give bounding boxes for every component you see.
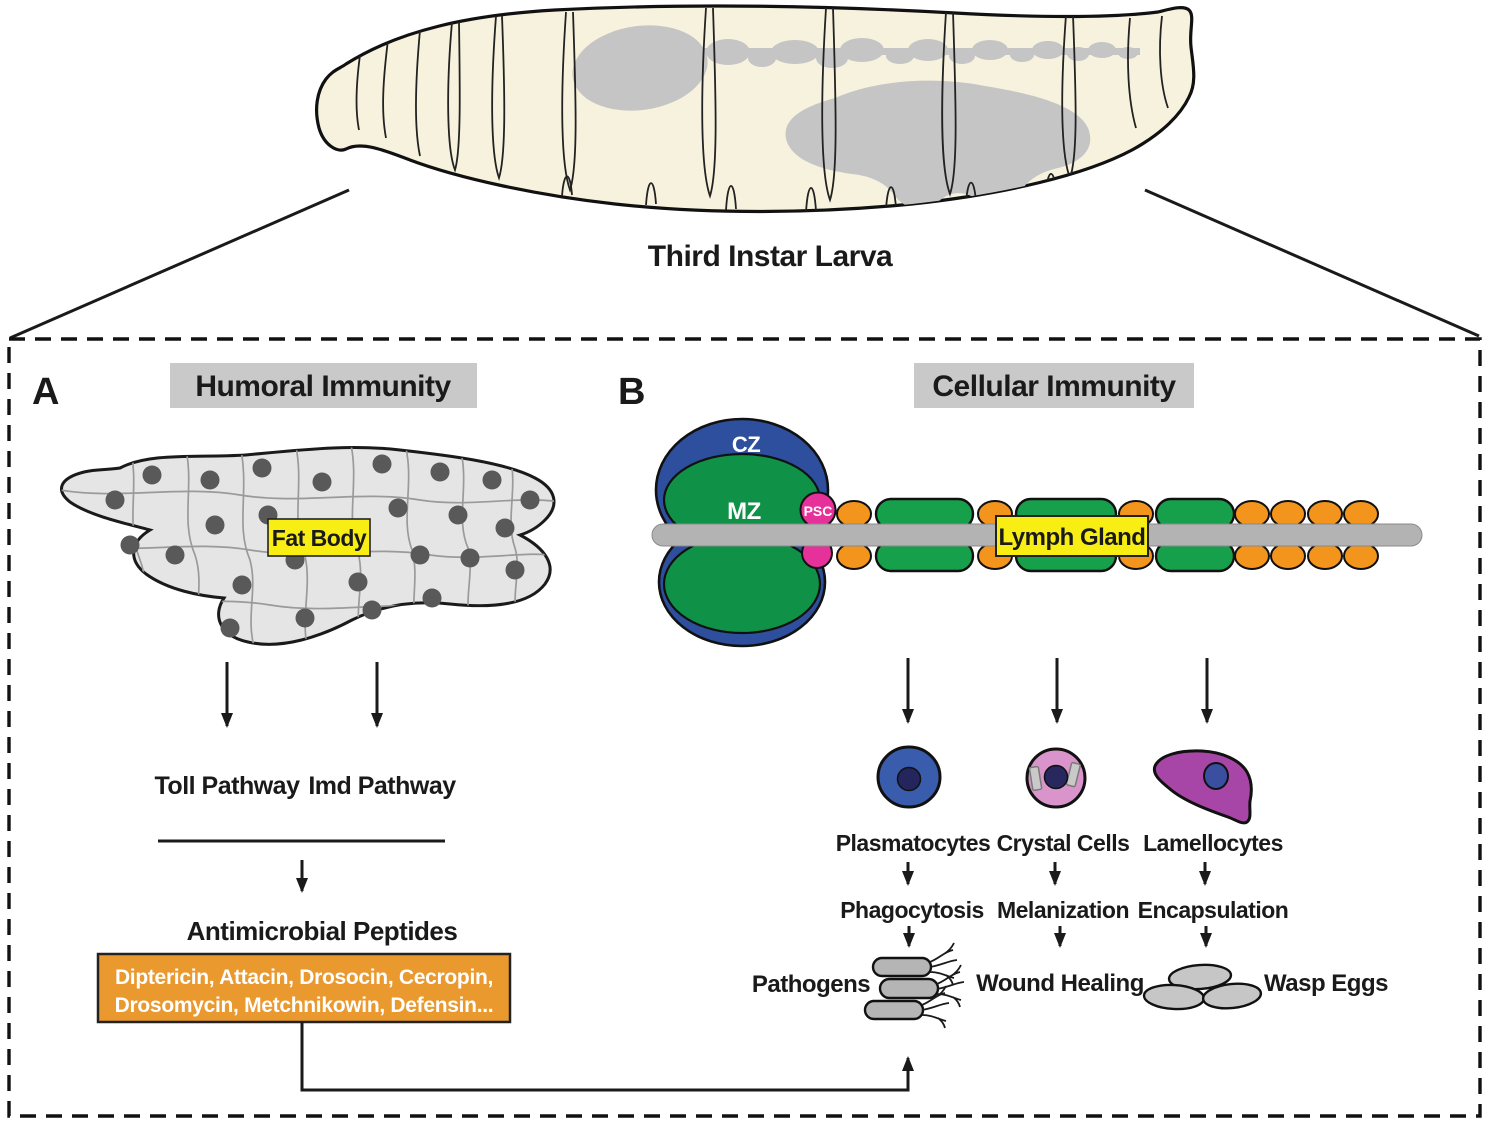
amp-list-line2: Drosomycin, Metchnikowin, Defensin... [115,994,494,1017]
plasmatocyte-cell [876,745,942,809]
mz-label: MZ [727,498,761,525]
lymph-gland-label: Lymph Gland [999,524,1146,551]
zoom-connector-right [1144,188,1480,338]
wasp-eggs [1142,963,1263,1011]
phagocytosis-label: Phagocytosis [840,897,984,923]
humoral-header-box [170,363,477,408]
humoral-to-pathogens-connector [300,1022,914,1092]
pathogens-label: Pathogens [752,971,870,998]
plasmatocyte-nucleus [896,766,922,792]
larva-illustration [314,4,1196,214]
lamellocyte-cell [1152,749,1253,825]
crystal-inclusion-left [1028,765,1043,792]
crystal-cell [1025,747,1087,809]
toll-pathway-label: Toll Pathway [155,772,301,800]
fat-body-illustration: Fat Body [60,445,556,646]
psc-label: PSC [804,503,833,519]
cellular-header-box [914,363,1194,408]
zoom-connector-left [9,188,350,340]
fat-body-label-box [267,518,371,557]
crystal-cell-nucleus [1043,764,1069,790]
amp-title: Antimicrobial Peptides [187,916,458,946]
imd-pathway-label: Imd Pathway [308,772,456,800]
panel-dashed-border [7,337,1482,1118]
panel-a-letter: A [32,371,59,413]
lamellocyte-nucleus [1203,762,1229,790]
larva-internal-organs [572,25,1140,209]
amp-list-box [96,952,512,1024]
melanization-label: Melanization [997,897,1129,923]
pathogen-bacteria [863,942,965,1029]
lamellocytes-label: Lamellocytes [1143,830,1283,856]
amp-list-line1: Diptericin, Attacin, Drosocin, Cecropin, [115,966,493,989]
larva-caption: Third Instar Larva [648,240,893,273]
encapsulation-label: Encapsulation [1138,897,1289,923]
plasmatocytes-label: Plasmatocytes [836,830,991,856]
cellular-header-label: Cellular Immunity [932,370,1176,403]
fat-body-label: Fat Body [272,525,367,551]
medullary-zone-bottom [662,533,822,635]
lymph-gland-illustration: CZ MZ PSC Lymph Gland [651,417,1423,648]
crystal-cells-label: Crystal Cells [997,830,1130,856]
cz-label: CZ [732,432,760,457]
wasp-eggs-label: Wasp Eggs [1264,970,1388,997]
panel-b-letter: B [618,371,645,413]
crystal-inclusion-right [1065,761,1081,788]
wound-healing-label: Wound Healing [976,970,1144,997]
lymph-gland-label-box [995,515,1149,557]
humoral-header-label: Humoral Immunity [195,370,451,403]
